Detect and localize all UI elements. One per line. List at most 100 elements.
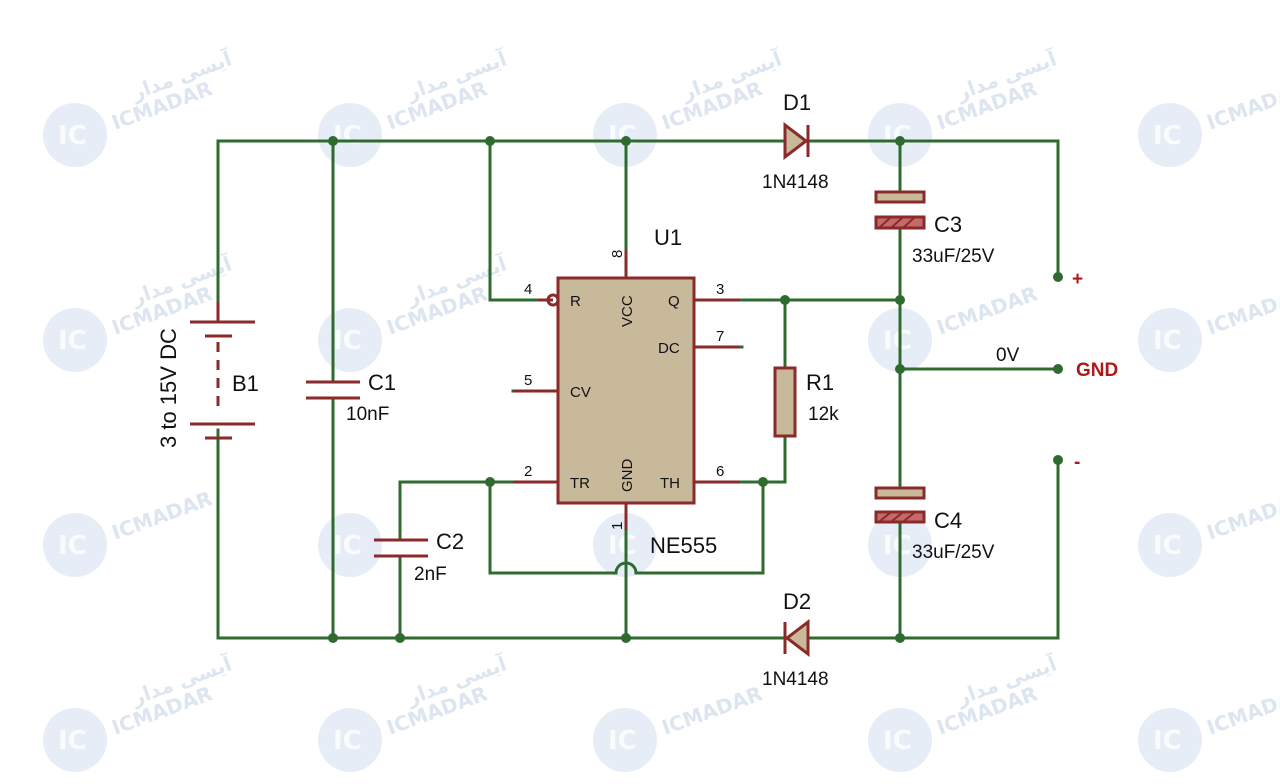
wire-r1-bottom [692, 434, 787, 484]
pin-number-4: 4 [524, 281, 532, 298]
junction-dot [328, 633, 338, 643]
watermark: IC ICMADAR آیسی مدار [43, 250, 236, 372]
junction-dot [328, 136, 338, 146]
pin-number-5: 5 [524, 372, 532, 389]
watermark: IC ICMADAR آیسی مدار [43, 650, 236, 772]
pin-number-1: 1 [609, 522, 626, 530]
svg-text:ICMADAR: ICMADAR [934, 281, 1041, 339]
d1-value: 1N4148 [762, 172, 829, 193]
watermark: IC ICMADAR آیسی مدار [868, 650, 1061, 772]
svg-text:IC: IC [608, 531, 637, 561]
svg-text:IC: IC [883, 121, 912, 151]
pin-number-8: 8 [609, 250, 626, 258]
d2-value: 1N4148 [762, 669, 829, 690]
junction-dot [621, 633, 631, 643]
junction-dot [780, 295, 790, 305]
svg-text:IC: IC [333, 531, 362, 561]
terminal-gnd-label: GND [1076, 360, 1118, 381]
c2-value: 2nF [414, 564, 447, 585]
r1-body [773, 366, 797, 438]
wire-d1-to-right [806, 139, 1060, 279]
svg-text:IC: IC [58, 121, 87, 151]
watermark: IC ICMADAR [1138, 281, 1280, 372]
svg-text:ICMADAR: ICMADAR [109, 486, 216, 544]
watermark: IC ICMADAR [1138, 486, 1280, 577]
terminal-plus-label: + [1072, 269, 1083, 290]
watermark: IC ICMADAR آیسی مدار [318, 250, 511, 372]
watermark: IC ICMADAR آیسی مدار [318, 45, 511, 167]
pin-number-2: 2 [524, 463, 532, 480]
terminal-0v-dot [1053, 364, 1063, 374]
wire-tr-th-link [488, 480, 765, 575]
svg-text:IC: IC [333, 326, 362, 356]
c3-ref: C3 [934, 212, 962, 237]
junction-dot [895, 633, 905, 643]
r1-ref: R1 [806, 370, 834, 395]
svg-text:IC: IC [1153, 726, 1182, 756]
svg-text:ICMADAR: ICMADAR [1204, 681, 1280, 739]
svg-text:IC: IC [883, 531, 912, 561]
pin-label-tr: TR [570, 475, 590, 492]
r1-value: 12k [808, 404, 839, 425]
svg-text:ICMADAR: ICMADAR [1204, 281, 1280, 339]
d2-ref: D2 [783, 589, 811, 614]
capacitor-c2: C2 2nF [374, 529, 464, 585]
pin-label-vcc: VCC [619, 295, 636, 327]
capacitor-c3: C3 33uF/25V [874, 190, 995, 267]
watermark-logo-icon [43, 103, 107, 167]
output-terminals: + 0V GND - [996, 269, 1118, 473]
ic-u1-ne555: U1 NE555 R VCC Q DC CV TR GND TH 8 4 3 7… [513, 225, 740, 558]
watermark: IC ICMADAR [1138, 76, 1280, 167]
c2-ref: C2 [436, 529, 464, 554]
watermark: IC ICMADAR [593, 681, 765, 772]
junction-dot [895, 295, 905, 305]
svg-text:IC: IC [1153, 326, 1182, 356]
diode-d2: D2 1N4148 [762, 589, 829, 690]
ic-u1-body [556, 276, 696, 505]
svg-text:ICMADAR: ICMADAR [1204, 76, 1280, 134]
pin-label-r: R [570, 293, 581, 310]
pin-number-3: 3 [716, 281, 724, 298]
reset-inverted-bubble [546, 293, 560, 307]
b1-ref: B1 [232, 371, 259, 396]
capacitor-c1: C1 10nF [306, 370, 396, 425]
terminal-plus-dot [1053, 272, 1063, 282]
wire-reset [488, 139, 540, 302]
c4-ref: C4 [934, 508, 962, 533]
svg-text:IC: IC [333, 726, 362, 756]
diode-d1: D1 1N4148 [762, 90, 829, 193]
junctions [328, 136, 1063, 643]
junction-dot [395, 633, 405, 643]
capacitor-c4: C4 33uF/25V [874, 486, 995, 563]
svg-text:IC: IC [608, 726, 637, 756]
watermark: IC ICMADAR آیسی مدار [318, 650, 511, 772]
terminal-minus-dot [1053, 455, 1063, 465]
svg-text:IC: IC [333, 121, 362, 151]
watermark: IC [318, 513, 382, 577]
svg-text:IC: IC [1153, 531, 1182, 561]
c1-value: 10nF [346, 404, 389, 425]
watermark: IC ICMADAR [1138, 681, 1280, 772]
junction-dot [485, 136, 495, 146]
junction-dot [621, 136, 631, 146]
svg-text:IC: IC [58, 531, 87, 561]
u1-ref: U1 [654, 225, 682, 250]
c1-ref: C1 [368, 370, 396, 395]
svg-text:ICMADAR: ICMADAR [1204, 486, 1280, 544]
terminal-minus-label: - [1074, 452, 1080, 473]
watermark: IC ICMADAR آیسی مدار [868, 45, 1061, 167]
d2-triangle [784, 618, 810, 658]
pin-label-th: TH [660, 475, 680, 492]
pin-label-dc: DC [658, 340, 680, 357]
watermark: IC ICMADAR [43, 486, 215, 577]
junction-dot [895, 364, 905, 374]
pin-label-gnd: GND [619, 459, 636, 493]
svg-text:IC: IC [58, 326, 87, 356]
junction-dot [895, 136, 905, 146]
b1-value: 3 to 15V DC [156, 328, 181, 448]
svg-text:IC: IC [608, 121, 637, 151]
svg-text:IC: IC [58, 726, 87, 756]
svg-text:IC: IC [883, 726, 912, 756]
wire-bottom-rail [216, 428, 787, 640]
